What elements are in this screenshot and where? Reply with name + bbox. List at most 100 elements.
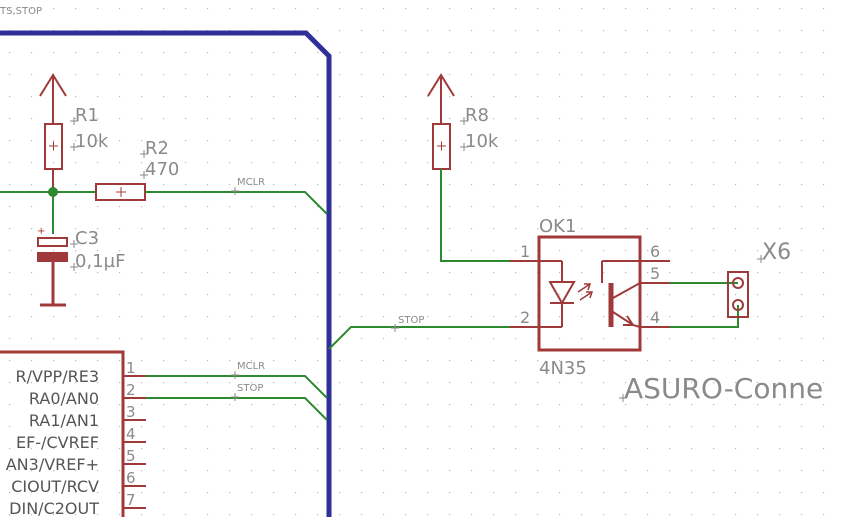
grid-dot bbox=[9, 316, 11, 318]
grid-dot bbox=[559, 382, 561, 384]
grid-dot bbox=[581, 294, 583, 296]
grid-dot bbox=[295, 338, 297, 340]
grid-dot bbox=[31, 118, 33, 120]
grid-dot bbox=[163, 206, 165, 208]
grid-dot bbox=[383, 382, 385, 384]
r2-name-mark bbox=[140, 150, 148, 179]
grid-dot bbox=[185, 360, 187, 362]
grid-dot bbox=[559, 162, 561, 164]
grid-dot bbox=[207, 316, 209, 318]
grid-dot bbox=[735, 184, 737, 186]
grid-dot bbox=[75, 184, 77, 186]
grid-dot bbox=[361, 140, 363, 142]
grid-dot bbox=[493, 426, 495, 428]
grid-dot bbox=[647, 492, 649, 494]
r2-resistor[interactable]: R2 470 bbox=[95, 138, 179, 201]
grid-dot bbox=[383, 426, 385, 428]
grid-dot bbox=[537, 74, 539, 76]
grid-dot bbox=[361, 448, 363, 450]
grid-dot bbox=[603, 404, 605, 406]
grid-dot bbox=[163, 404, 165, 406]
grid-dot bbox=[273, 316, 275, 318]
grid-dot bbox=[493, 118, 495, 120]
grid-dot bbox=[75, 470, 77, 472]
grid-dot bbox=[229, 184, 231, 186]
grid-dot bbox=[339, 228, 341, 230]
grid-dot bbox=[405, 184, 407, 186]
grid-dot bbox=[97, 74, 99, 76]
grid-dot bbox=[735, 360, 737, 362]
c3-capacitor[interactable]: + C3 0,1µF bbox=[37, 226, 125, 307]
grid-dot bbox=[757, 162, 759, 164]
grid-dot bbox=[779, 8, 781, 10]
grid-dot bbox=[251, 404, 253, 406]
grid-dot bbox=[669, 382, 671, 384]
r2-origin-mark bbox=[116, 187, 126, 197]
grid-dot bbox=[801, 52, 803, 54]
grid-dot bbox=[493, 184, 495, 186]
grid-dot bbox=[823, 184, 825, 186]
grid-dot bbox=[339, 8, 341, 10]
grid-dot bbox=[559, 206, 561, 208]
grid-dot bbox=[493, 96, 495, 98]
grid-dot bbox=[581, 272, 583, 274]
grid-dot bbox=[361, 338, 363, 340]
grid-dot bbox=[295, 52, 297, 54]
grid-dot bbox=[603, 316, 605, 318]
x6-connector[interactable]: X6 bbox=[727, 240, 791, 318]
grid-dot bbox=[669, 272, 671, 274]
grid-dot bbox=[669, 404, 671, 406]
grid-dot bbox=[141, 514, 143, 516]
grid-dot bbox=[559, 426, 561, 428]
grid-dot bbox=[405, 426, 407, 428]
grid-dot bbox=[713, 140, 715, 142]
grid-dot bbox=[317, 404, 319, 406]
grid-dot bbox=[493, 360, 495, 362]
grid-dot bbox=[427, 250, 429, 252]
x6-body bbox=[727, 271, 749, 318]
grid-dot bbox=[823, 74, 825, 76]
grid-dot bbox=[713, 338, 715, 340]
grid-dot bbox=[581, 74, 583, 76]
grid-dot bbox=[625, 294, 627, 296]
grid-dot bbox=[31, 338, 33, 340]
asuro-connector-label: ASURO-Conne bbox=[624, 372, 823, 405]
grid-dot bbox=[229, 162, 231, 164]
ok1-optocoupler[interactable]: OK1 4N35 1 2 6 5 4 bbox=[510, 216, 670, 379]
grid-dot bbox=[691, 404, 693, 406]
grid-dot bbox=[581, 338, 583, 340]
grid-dot bbox=[559, 118, 561, 120]
grid-dot bbox=[339, 184, 341, 186]
grid-dot bbox=[603, 426, 605, 428]
grid-dot bbox=[515, 162, 517, 164]
grid-dot bbox=[823, 316, 825, 318]
grid-dot bbox=[603, 382, 605, 384]
grid-dot bbox=[361, 470, 363, 472]
grid-dot bbox=[163, 492, 165, 494]
grid-dot bbox=[361, 162, 363, 164]
grid-dot bbox=[427, 118, 429, 120]
grid-dot bbox=[559, 360, 561, 362]
grid-dot bbox=[229, 360, 231, 362]
r1-resistor[interactable]: R1 10k bbox=[39, 73, 109, 192]
mcu-pin-name: R/VPP/RE3 bbox=[15, 367, 99, 386]
grid-dot bbox=[801, 162, 803, 164]
grid-dot bbox=[735, 294, 737, 296]
grid-dot bbox=[471, 206, 473, 208]
grid-dot bbox=[295, 118, 297, 120]
c3-plate-top bbox=[37, 237, 68, 247]
grid-dot bbox=[427, 492, 429, 494]
grid-dot bbox=[471, 470, 473, 472]
grid-dot bbox=[207, 382, 209, 384]
grid-dot bbox=[53, 8, 55, 10]
grid-dot bbox=[9, 294, 11, 296]
r8-resistor[interactable]: R8 10k bbox=[427, 73, 499, 170]
grid-dot bbox=[757, 316, 759, 318]
grid-dot bbox=[53, 140, 55, 142]
grid-dot bbox=[427, 404, 429, 406]
grid-dot bbox=[757, 338, 759, 340]
grid-dot bbox=[31, 470, 33, 472]
grid-dot bbox=[669, 8, 671, 10]
grid-dot bbox=[383, 8, 385, 10]
